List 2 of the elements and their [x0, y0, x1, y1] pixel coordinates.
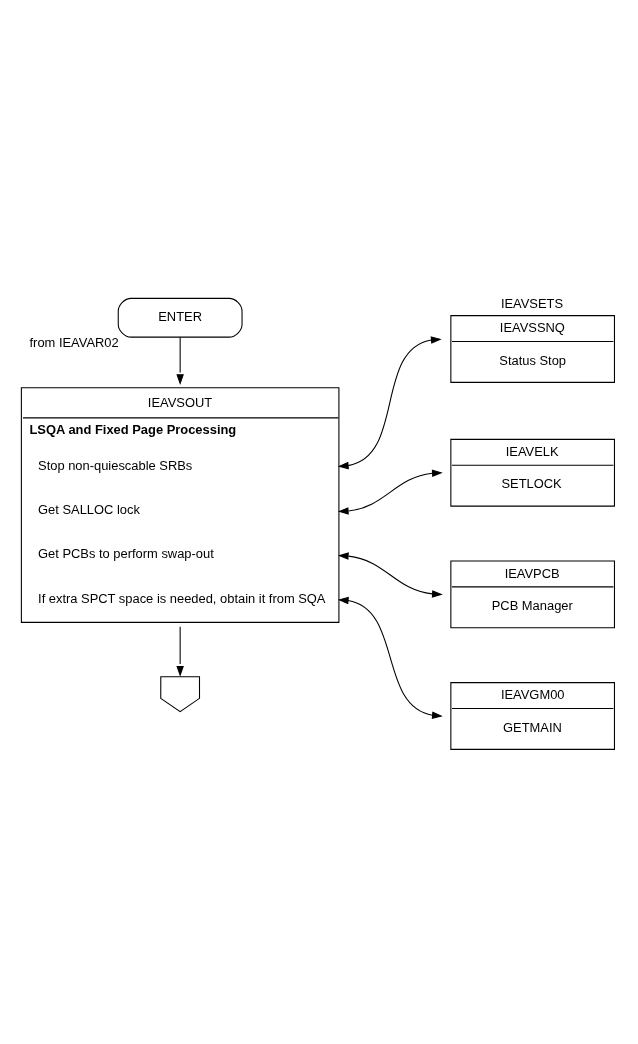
node-label: IEAVSETS: [500, 295, 564, 311]
node-label: from IEAVAR02: [29, 335, 119, 351]
